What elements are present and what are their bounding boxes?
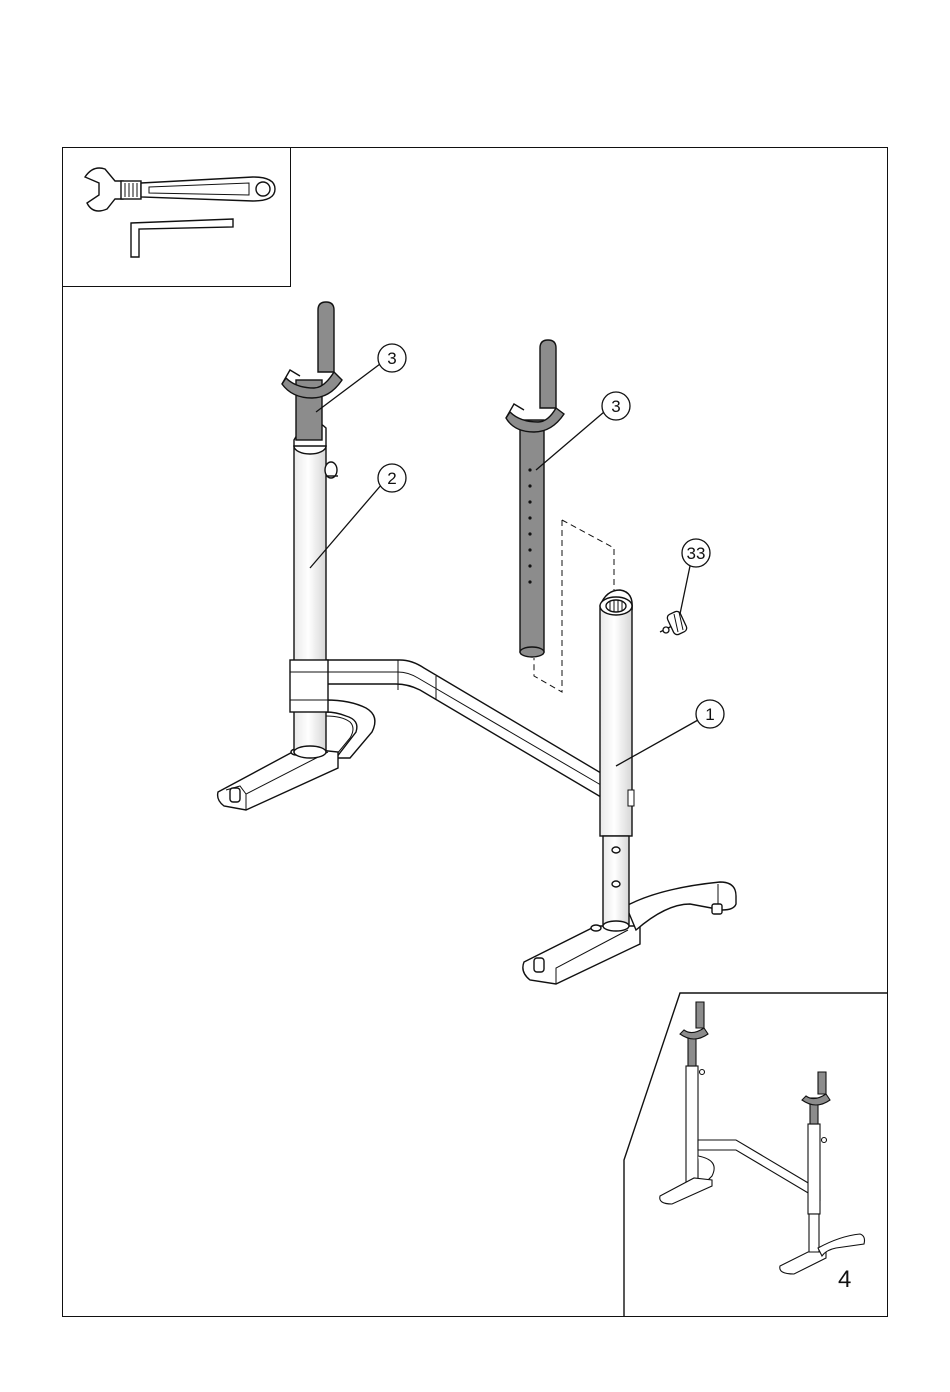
svg-text:2: 2	[387, 469, 396, 488]
callout-part-33: 33	[680, 539, 710, 614]
svg-text:3: 3	[611, 397, 620, 416]
svg-text:33: 33	[687, 544, 706, 563]
svg-text:3: 3	[387, 349, 396, 368]
crossbar	[326, 660, 606, 800]
step-number: 4	[838, 1266, 851, 1294]
adjustment-knob-part-33	[660, 610, 688, 636]
svg-text:1: 1	[705, 705, 714, 724]
right-upright-part-1	[600, 590, 634, 931]
left-adjustable-post-part-3	[282, 302, 342, 440]
tools-box	[62, 147, 291, 287]
loose-adjustable-post-part-3	[506, 340, 614, 692]
